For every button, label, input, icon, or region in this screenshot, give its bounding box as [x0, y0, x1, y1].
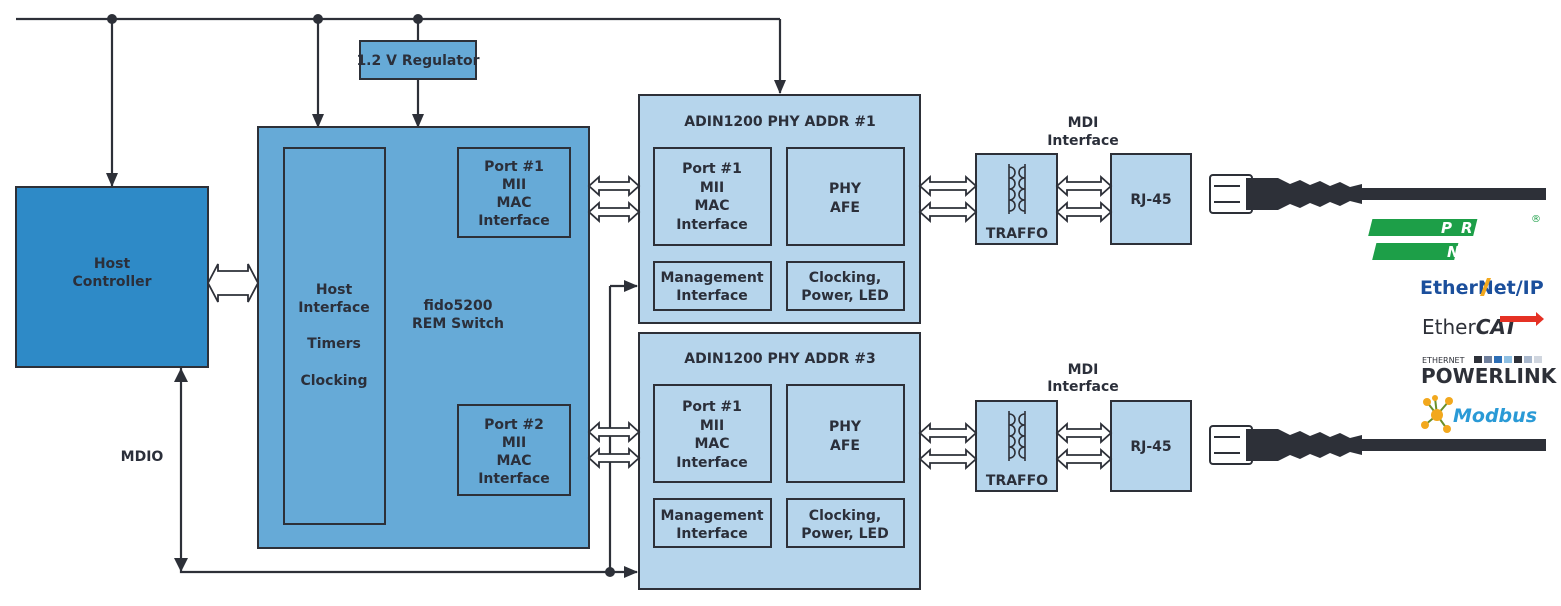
ethernet-plug-icon: [1209, 425, 1546, 465]
rj45-top-block: RJ-45: [1110, 153, 1192, 245]
port-label-line: Port #2: [484, 417, 544, 433]
phy1-clock-line: Clocking,: [809, 270, 881, 286]
switch-name-line2: REM Switch: [412, 316, 504, 332]
phy1-port-line: MII: [700, 180, 724, 196]
svg-text:ETHERNET: ETHERNET: [1422, 356, 1465, 365]
phy3-block: ADIN1200 PHY ADDR #3 Port #1 MII MAC Int…: [638, 332, 921, 590]
svg-text:Modbus: Modbus: [1453, 405, 1537, 427]
rj45-top-label: RJ-45: [1130, 192, 1171, 208]
port-label-line: Port #1: [484, 159, 544, 175]
phy3-clock-line: Power, LED: [801, 526, 888, 542]
bus-arrows: [206, 174, 1113, 471]
phy1-block: ADIN1200 PHY ADDR #1 Port #1 MII MAC Int…: [638, 94, 921, 324]
modbus-logo: Modbus: [1421, 395, 1537, 433]
phy1-title: ADIN1200 PHY ADDR #1: [684, 114, 875, 130]
switch-port2-block: Port #2 MII MAC Interface: [457, 404, 571, 496]
profinet-logo: PROFI NET ®: [1368, 214, 1541, 261]
phy3-title: ADIN1200 PHY ADDR #3: [684, 351, 875, 367]
ethercat-logo: EtherCAT: [1422, 312, 1544, 339]
mdi-label-top-line2: Interface: [1047, 133, 1119, 149]
traffo-top-block: TRAFFO: [975, 153, 1058, 245]
phy1-port-line: MAC: [694, 198, 729, 214]
phy3-port-line: Interface: [676, 455, 748, 471]
switch-inner-line: Host: [316, 282, 353, 298]
switch-name-line1: fido5200: [424, 298, 493, 314]
svg-text:NET: NET: [1447, 243, 1507, 261]
traffo-bottom-block: TRAFFO: [975, 400, 1058, 492]
switch-inner-line: Timers: [307, 336, 361, 352]
mdi-label-bottom-line1: MDI: [1068, 362, 1099, 378]
rj45-bottom-label: RJ-45: [1130, 439, 1171, 455]
traffo-bottom-label: TRAFFO: [986, 473, 1048, 489]
phy1-afe-line: AFE: [830, 200, 860, 216]
host-controller-label-line2: Controller: [72, 274, 151, 290]
regulator-block: 1.2 V Regulator: [356, 40, 480, 80]
host-controller-block: Host Controller: [15, 186, 209, 368]
port-label-line: Interface: [478, 471, 550, 487]
svg-text:POWERLINK: POWERLINK: [1421, 364, 1558, 388]
phy3-afe-line: AFE: [830, 438, 860, 454]
phy1-port-line: Port #1: [682, 161, 742, 177]
traffo-top-label: TRAFFO: [986, 226, 1048, 242]
port-label-line: Interface: [478, 213, 550, 229]
phy3-port-line: Port #1: [682, 399, 742, 415]
powerlink-logo: ETHERNET POWERLINK: [1421, 356, 1558, 388]
phy3-clock-line: Clocking,: [809, 508, 881, 524]
switch-inner-label: Host Interface Timers Clocking: [298, 282, 370, 389]
ethernetip-logo: EtherNet/IP: [1420, 277, 1544, 299]
switch-inner-line: Interface: [298, 300, 370, 316]
phy3-mgmt-line: Interface: [676, 526, 748, 542]
mdi-label-top-line1: MDI: [1068, 115, 1099, 131]
svg-text:PROFI: PROFI: [1441, 219, 1537, 237]
phy1-port-line: Interface: [676, 217, 748, 233]
modbus-network-icon: [1421, 395, 1453, 433]
svg-text:®: ®: [1531, 214, 1541, 225]
phy1-afe-line: PHY: [829, 181, 862, 197]
mdio-label: MDIO: [121, 449, 164, 465]
svg-text:EtherNet/IP: EtherNet/IP: [1420, 277, 1544, 299]
phy3-afe-line: PHY: [829, 419, 862, 435]
phy1-clock-line: Power, LED: [801, 288, 888, 304]
mdi-label-bottom-line2: Interface: [1047, 379, 1119, 395]
port-label-line: MII: [502, 177, 526, 193]
phy3-mgmt-line: Management: [660, 508, 763, 524]
switch-port1-block: Port #1 MII MAC Interface: [457, 147, 571, 238]
port-label-line: MAC: [496, 453, 531, 469]
port-label-line: MAC: [496, 195, 531, 211]
phy1-mgmt-line: Management: [660, 270, 763, 286]
switch-inner-line: Clocking: [300, 373, 367, 389]
power-bus: [16, 14, 786, 187]
regulator-label: 1.2 V Regulator: [356, 53, 479, 69]
phy3-port-line: MII: [700, 418, 724, 434]
host-controller-label-line1: Host: [94, 256, 131, 272]
rj45-bottom-block: RJ-45: [1110, 400, 1192, 492]
phy3-port-line: MAC: [694, 436, 729, 452]
phy1-mgmt-line: Interface: [676, 288, 748, 304]
port-label-line: MII: [502, 435, 526, 451]
ethernet-plug-icon: [1209, 174, 1546, 214]
switch-block: Host Interface Timers Clocking fido5200 …: [257, 126, 590, 549]
